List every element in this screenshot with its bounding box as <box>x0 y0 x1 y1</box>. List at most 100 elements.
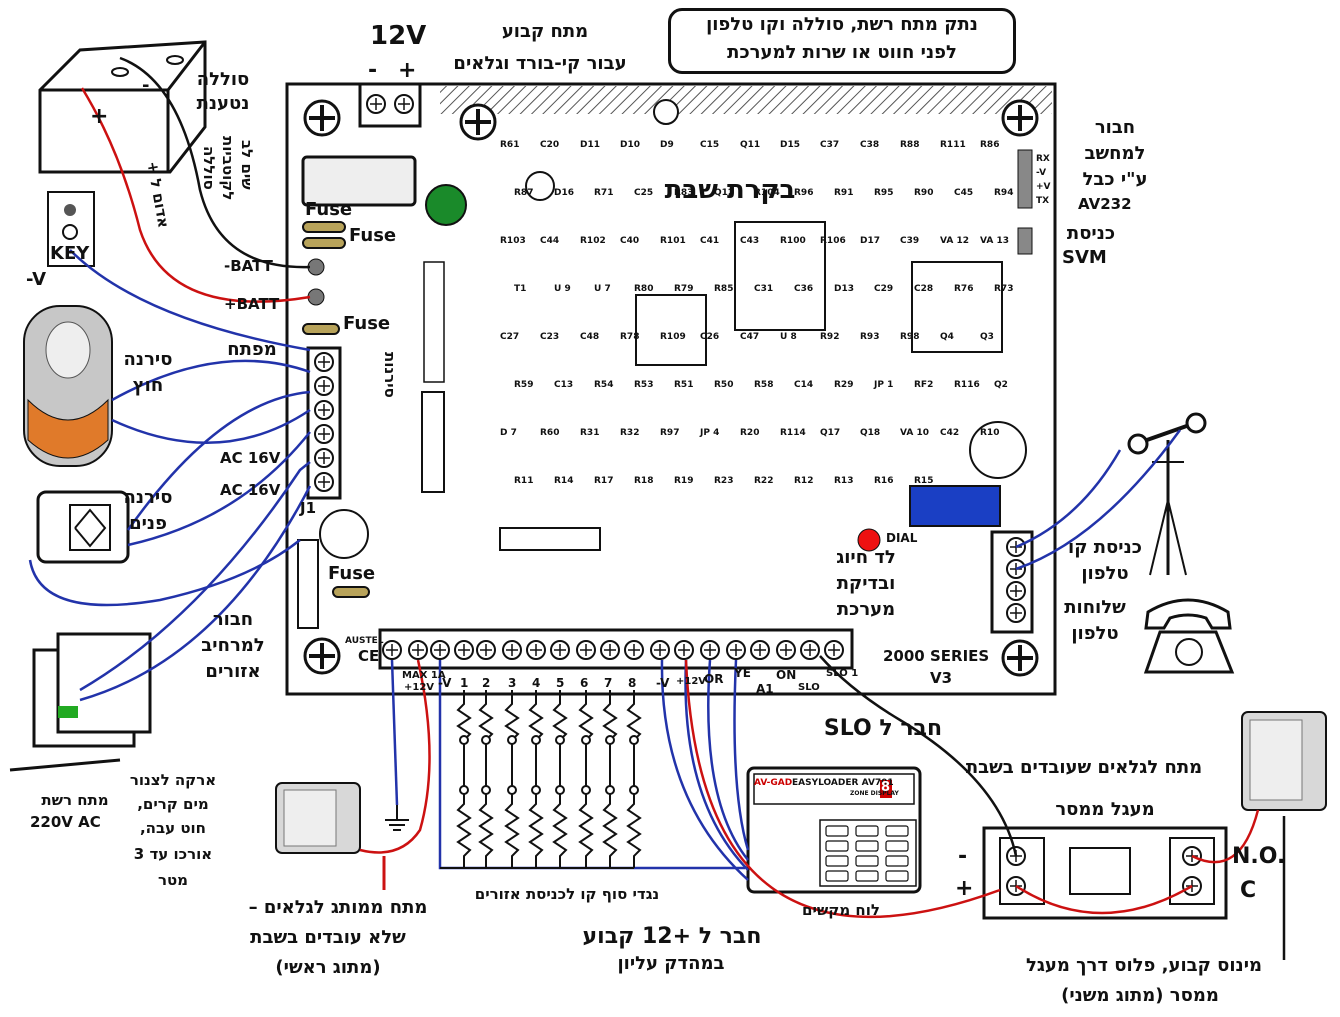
component-designator: R17 <box>594 476 614 486</box>
ground-label-2: מים קרים, <box>137 795 209 813</box>
component-designator: R114 <box>780 428 806 438</box>
chip-u2 <box>499 527 601 551</box>
component-designator: R58 <box>754 380 774 390</box>
battery-plus: + <box>90 104 109 129</box>
terminal-label: OR <box>704 672 724 686</box>
phone-out-label-2: טלפון <box>1071 623 1119 644</box>
terminal-label: 2 <box>482 676 491 690</box>
keypad-zone-digit: 8 <box>881 780 891 795</box>
dial-label: DIAL <box>886 531 918 545</box>
hatched-strip <box>440 86 1052 114</box>
keypad-zone-display: ZONE DISPLAY <box>850 790 899 797</box>
component-designator: R102 <box>580 236 606 246</box>
left-terminal-screw <box>314 352 334 372</box>
austel-mark: AUSTEL <box>345 636 384 646</box>
component-designator: C26 <box>700 332 720 342</box>
terminal-label: -V <box>656 676 670 690</box>
left-terminal-screw <box>314 376 334 396</box>
component-designator: C48 <box>580 332 600 342</box>
bottom-terminal-screw <box>476 640 496 660</box>
relay-minus-label: - <box>958 844 968 869</box>
component-designator: D10 <box>620 140 640 150</box>
component-designator: C13 <box>554 380 574 390</box>
ground-label-4: אורכו עד 3 <box>133 845 213 863</box>
fuse-holder-large <box>301 155 417 207</box>
svm-label-2: SVM <box>1062 247 1107 268</box>
component-designator: C36 <box>794 284 814 294</box>
switched-power-label-1: מתח ממותג לגלאים – <box>248 897 428 918</box>
keypad-key <box>885 855 909 867</box>
fuse-label-3: Fuse <box>343 313 391 334</box>
component-designator: Q12 <box>714 188 735 198</box>
component-designator: R18 <box>634 476 654 486</box>
component-designator: Q18 <box>860 428 881 438</box>
component-designator: JP 1 <box>874 380 894 390</box>
component-designator: R15 <box>914 476 934 486</box>
fuse-1 <box>302 221 346 233</box>
end-of-line-resistor <box>578 690 594 868</box>
keypad-key <box>885 825 909 837</box>
component-designator: C45 <box>954 188 974 198</box>
fuse-label-1: Fuse <box>305 199 353 220</box>
end-of-line-resistor <box>602 690 618 868</box>
battery-title-1: סוללה <box>196 69 250 90</box>
red-dial-led <box>857 528 881 552</box>
ground-label-5: מטר <box>157 871 189 889</box>
v-plus-pin: +V <box>1036 182 1051 192</box>
bottom-terminal-screw <box>726 640 746 660</box>
ac-label-1: AC 16V <box>220 449 281 467</box>
component-designator: R80 <box>634 284 654 294</box>
component-designator: C27 <box>500 332 520 342</box>
fuse-label-4: Fuse <box>328 563 376 584</box>
component-designator: C23 <box>540 332 560 342</box>
component-designator: R103 <box>500 236 526 246</box>
internal-siren-icon <box>36 490 130 564</box>
phone-line-pole-icon <box>1127 412 1207 576</box>
component-designator: R11 <box>514 476 534 486</box>
component-designator: R109 <box>660 332 686 342</box>
component-designator: R14 <box>554 476 574 486</box>
component-designator: R10 <box>980 428 1000 438</box>
fuse-2 <box>302 237 346 249</box>
component-designator: C25 <box>634 188 654 198</box>
terminal-label: YE <box>734 666 751 680</box>
phone-in-label-2: טלפון <box>1081 563 1129 584</box>
expander-label-1: חבור <box>212 609 254 630</box>
bottom-terminal-screw <box>550 640 570 660</box>
end-of-line-resistor <box>504 690 520 868</box>
keypad-key <box>825 870 849 882</box>
pc-connector <box>1017 149 1033 209</box>
keypad-key <box>885 870 909 882</box>
bottom-terminal-screw <box>800 640 820 660</box>
keypad-key <box>825 855 849 867</box>
keypad-key <box>855 825 879 837</box>
svm-connector <box>1017 227 1033 255</box>
ext-siren-label-2: חוץ <box>132 375 164 396</box>
component-designator: D13 <box>834 284 854 294</box>
fuse-3 <box>302 323 340 335</box>
svm-label-1: כניסת <box>1066 223 1116 244</box>
terminal-label: 6 <box>580 676 589 690</box>
component-designator: R101 <box>660 236 686 246</box>
top-plus-label: + <box>398 58 417 83</box>
component-designator: C15 <box>700 140 720 150</box>
keypad-key <box>825 840 849 852</box>
chip-u6 <box>635 294 707 366</box>
terminal-label: +12V <box>676 676 707 687</box>
component-designator: C39 <box>900 236 920 246</box>
series-version: V3 <box>930 669 953 687</box>
bottom-terminal-screw <box>430 640 450 660</box>
component-designator: VA 10 <box>900 428 929 438</box>
ce-mark: CE <box>358 647 380 665</box>
bottom-terminal-screw <box>454 640 474 660</box>
component-designator: R100 <box>780 236 806 246</box>
component-designator: R50 <box>714 380 734 390</box>
keypad-key <box>825 825 849 837</box>
component-designator: U 8 <box>780 332 797 342</box>
component-designator: R19 <box>674 476 694 486</box>
keypad-icon <box>746 766 922 894</box>
component-designator: D 7 <box>500 428 517 438</box>
component-designator: RF2 <box>914 380 934 390</box>
component-designator: C14 <box>794 380 814 390</box>
